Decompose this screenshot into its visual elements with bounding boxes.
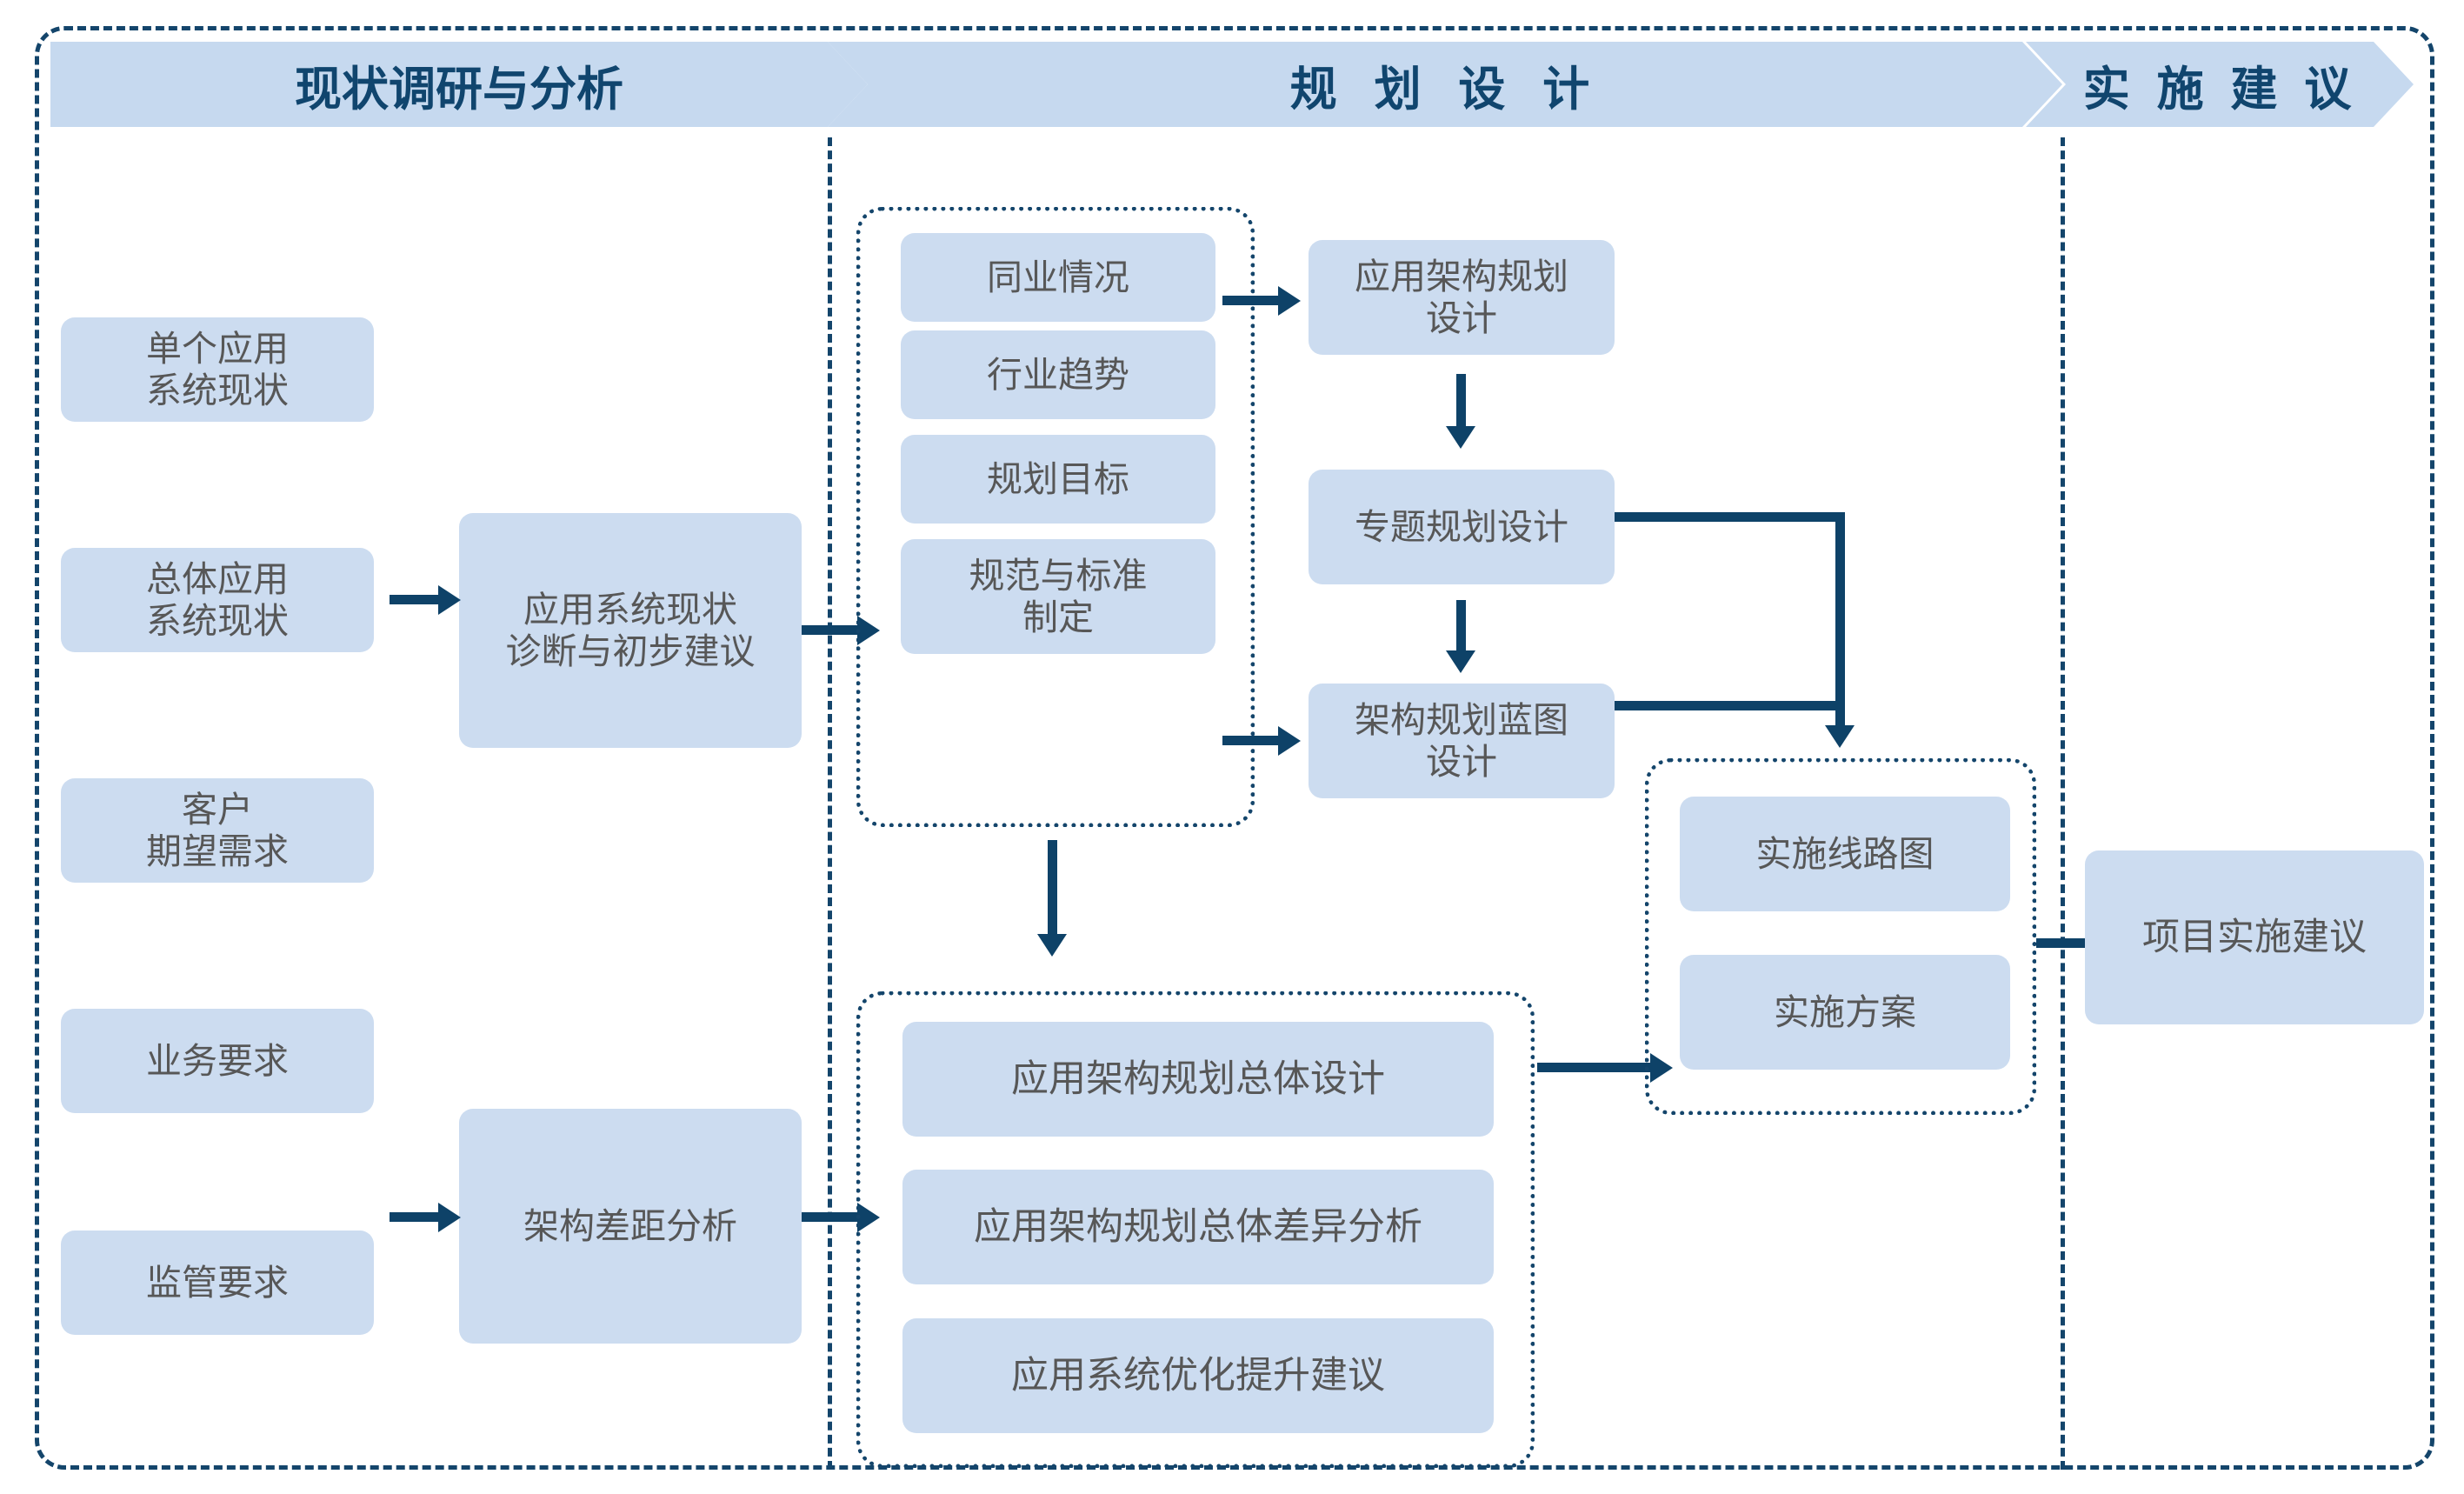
arrowhead-elbow-to-implementation: [1825, 725, 1855, 748]
input-box-single-app-line2: 系统现状: [146, 370, 289, 411]
arrowhead-peer-to-apparch: [1278, 286, 1301, 316]
analysis-box-diagnosis[interactable]: 应用系统现状 诊断与初步建议: [459, 513, 802, 748]
arrowhead-research-to-overall: [1037, 934, 1067, 957]
connector-research-to-overall: [1048, 840, 1057, 934]
outcome-box-project-proposal[interactable]: 项目实施建议: [2085, 850, 2424, 1024]
analysis-box-gap-label: 架构差距分析: [523, 1204, 737, 1247]
connector-input-to-gap: [390, 1212, 438, 1222]
research-box-goal-label: 规划目标: [987, 457, 1129, 500]
input-box-regulatory-req[interactable]: 监管要求: [61, 1231, 374, 1335]
analysis-box-gap[interactable]: 架构差距分析: [459, 1109, 802, 1344]
arrowhead-diagnosis-to-research: [857, 616, 880, 645]
design-box-topic-planning[interactable]: 专题规划设计: [1309, 470, 1615, 584]
overall-box-improvement[interactable]: 应用系统优化提升建议: [902, 1318, 1494, 1433]
arrowhead-gap-to-overall: [857, 1203, 880, 1232]
overall-box-design-label: 应用架构规划总体设计: [1011, 1057, 1385, 1101]
design-box-app-architecture[interactable]: 应用架构规划 设计: [1309, 240, 1615, 355]
research-box-peer-label: 同业情况: [987, 256, 1129, 298]
research-box-trend[interactable]: 行业趋势: [901, 330, 1215, 419]
connector-topic-to-blueprint: [1456, 600, 1466, 650]
connector-topic-to-elbow: [1615, 512, 1845, 522]
overall-box-design[interactable]: 应用架构规划总体设计: [902, 1022, 1494, 1137]
input-box-overall-app-line1: 总体应用: [146, 557, 289, 600]
research-box-trend-label: 行业趋势: [987, 353, 1129, 396]
connector-gap-to-overall: [802, 1212, 857, 1222]
research-box-standard-line2: 制定: [1022, 597, 1094, 638]
outcome-box-project-proposal-label: 项目实施建议: [2142, 915, 2367, 959]
implementation-box-plan-label: 实施方案: [1774, 990, 1916, 1033]
connector-apparch-to-topic: [1456, 374, 1466, 426]
connector-diagnosis-to-research: [802, 625, 857, 635]
input-box-customer-need-line2: 期望需求: [146, 830, 289, 872]
phase-banner-2: 规 划 设 计: [828, 42, 2062, 127]
arrowhead-apparch-to-topic: [1446, 426, 1475, 449]
design-box-topic-planning-label: 专题规划设计: [1355, 505, 1568, 548]
connector-peer-to-apparch: [1222, 296, 1278, 305]
input-box-customer-need[interactable]: 客户 期望需求: [61, 778, 374, 883]
analysis-box-diagnosis-line1: 应用系统现状: [523, 588, 737, 630]
phase-banner-2-label: 规 划 设 计: [1289, 61, 1601, 117]
research-group-container: [856, 207, 1255, 827]
arrowhead-topic-to-blueprint: [1446, 650, 1475, 673]
divider-phase1-phase2: [828, 137, 832, 1470]
input-box-overall-app-line2: 系统现状: [146, 600, 289, 642]
arrowhead-input2-to-diagnosis: [438, 585, 461, 615]
implementation-box-roadmap[interactable]: 实施线路图: [1680, 797, 2010, 911]
divider-phase2-phase3: [2061, 137, 2065, 1470]
input-box-regulatory-req-label: 监管要求: [146, 1261, 289, 1304]
connector-input2-to-diagnosis: [390, 595, 438, 604]
overall-box-gap-analysis-label: 应用架构规划总体差异分析: [974, 1204, 1422, 1249]
arrowhead-overall-to-implementation: [1650, 1053, 1673, 1083]
design-box-app-architecture-line2: 设计: [1426, 297, 1497, 339]
overall-box-gap-analysis[interactable]: 应用架构规划总体差异分析: [902, 1170, 1494, 1284]
connector-standard-to-blueprint: [1222, 736, 1278, 745]
input-box-single-app[interactable]: 单个应用 系统现状: [61, 317, 374, 422]
overall-group-container: [856, 991, 1535, 1468]
research-box-goal[interactable]: 规划目标: [901, 435, 1215, 524]
research-box-peer[interactable]: 同业情况: [901, 233, 1215, 322]
connector-blueprint-to-elbow: [1615, 701, 1845, 710]
input-box-business-req[interactable]: 业务要求: [61, 1009, 374, 1113]
design-box-blueprint[interactable]: 架构规划蓝图 设计: [1309, 684, 1615, 798]
implementation-box-roadmap-label: 实施线路图: [1755, 832, 1935, 875]
research-box-standard-line1: 规范与标准: [969, 554, 1148, 597]
connector-overall-to-implementation: [1537, 1063, 1650, 1072]
arrowhead-input-to-gap: [438, 1203, 461, 1232]
input-box-single-app-line1: 单个应用: [146, 327, 289, 370]
implementation-box-plan[interactable]: 实施方案: [1680, 955, 2010, 1070]
implementation-group-container: [1645, 758, 2036, 1115]
design-box-blueprint-line1: 架构规划蓝图: [1355, 698, 1568, 741]
phase-banner-3-label: 实 施 建 议: [2082, 61, 2357, 117]
phase-banner-3: 实 施 建 议: [2026, 42, 2414, 127]
analysis-box-diagnosis-line2: 诊断与初步建议: [505, 630, 756, 672]
design-box-app-architecture-line1: 应用架构规划: [1355, 255, 1568, 297]
phase-banner-1: 现状调研与分析: [50, 42, 868, 127]
phase-banner-1-label: 现状调研与分析: [295, 61, 623, 117]
arrowhead-standard-to-blueprint: [1278, 726, 1301, 756]
overall-box-improvement-label: 应用系统优化提升建议: [1011, 1353, 1385, 1397]
design-box-blueprint-line2: 设计: [1426, 741, 1497, 783]
input-box-customer-need-line1: 客户: [182, 788, 253, 830]
connector-elbow-vertical: [1835, 512, 1845, 725]
input-box-overall-app[interactable]: 总体应用 系统现状: [61, 548, 374, 652]
research-box-standard[interactable]: 规范与标准 制定: [901, 539, 1215, 654]
input-box-business-req-label: 业务要求: [146, 1039, 289, 1082]
connector-implementation-to-outcome: [2036, 938, 2109, 948]
